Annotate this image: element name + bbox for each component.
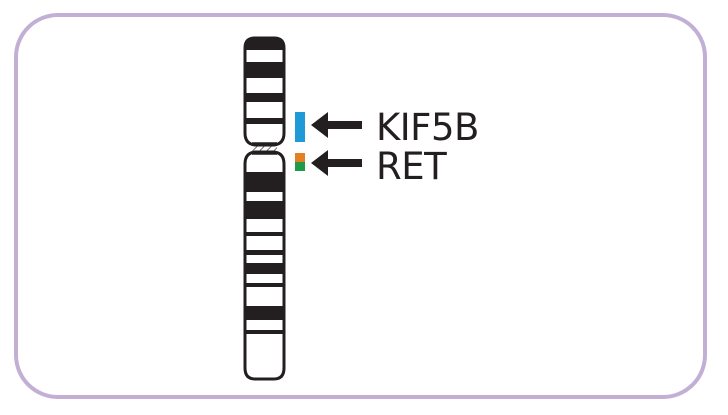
q-band-4 <box>245 250 284 255</box>
q-band-6 <box>245 283 284 287</box>
diagram-frame <box>14 13 707 399</box>
q-band-5 <box>245 263 284 274</box>
ret-marker-bottom <box>295 162 305 171</box>
ret-label: RET <box>376 145 447 188</box>
q-band-3 <box>245 232 284 236</box>
kif5b-label: KIF5B <box>376 106 479 149</box>
q-band-7 <box>245 306 284 320</box>
kif5b-marker <box>295 112 305 142</box>
p-band-3 <box>245 93 284 102</box>
p-band-4 <box>245 118 284 124</box>
chromosome-p-arm <box>243 36 286 147</box>
chromosome-q-arm <box>243 150 286 381</box>
ret-arrow-icon <box>311 150 362 176</box>
q-band-8 <box>245 330 284 334</box>
kif5b-arrow-icon <box>311 112 362 138</box>
ret-marker-top <box>295 153 305 162</box>
p-band-2 <box>245 62 284 78</box>
q-band-1 <box>245 172 284 192</box>
q-band-2 <box>245 201 284 219</box>
centromere <box>252 142 277 155</box>
p-band-1 <box>245 38 284 50</box>
